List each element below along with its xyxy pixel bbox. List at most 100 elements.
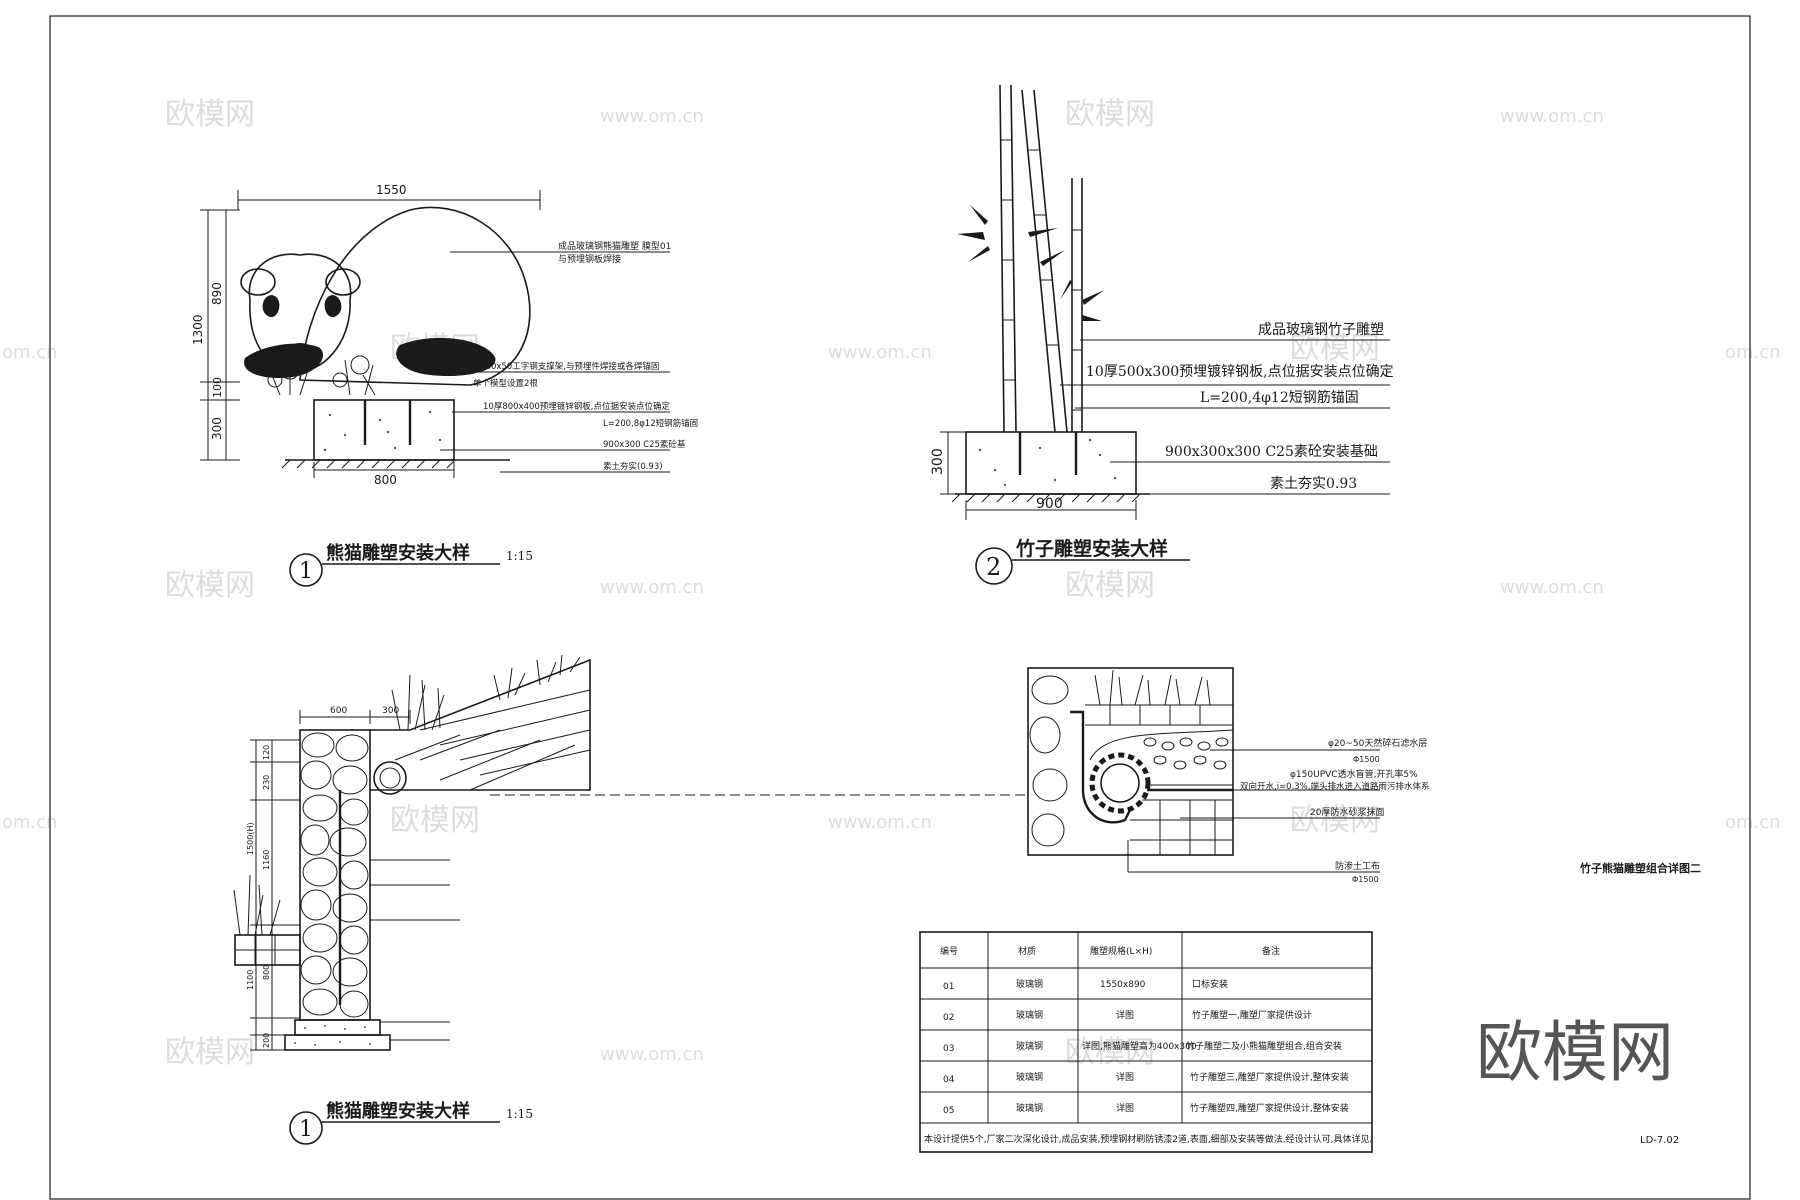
- table-cell: 详图: [1116, 1009, 1134, 1021]
- detail3-scale: 1:15: [506, 1107, 533, 1121]
- table-header-cell: 材质: [1018, 945, 1036, 957]
- table-cell: 玻璃钢: [1016, 1009, 1043, 1021]
- table-cell: 详图: [1116, 1071, 1134, 1083]
- detail1-scale: 1:15: [506, 549, 533, 563]
- watermark-brand: 欧模网: [1065, 97, 1155, 132]
- note-drain-1: Φ1500: [1353, 755, 1380, 764]
- note-bamboo-1: 10厚500x300预埋镀锌钢板,点位据安装点位确定: [1086, 363, 1394, 380]
- watermark-brand: 欧模网: [1290, 331, 1380, 366]
- watermark-layer: 欧模网 www.om.cn 欧模网 www.om.cn om.cn 欧模网 ww…: [2, 97, 1781, 1070]
- dim-bamboo-height: 300: [930, 448, 946, 475]
- dim-wall-h2: 230: [262, 775, 271, 790]
- table-cell: 竹子雕塑三,雕塑厂家提供设计,整体安装: [1190, 1071, 1349, 1083]
- table-header-cell: 雕塑规格(L×H): [1090, 945, 1152, 957]
- table-cell-id: 01: [943, 982, 954, 992]
- dim-panda-height-total: 1300: [191, 314, 205, 345]
- watermark-url: www.om.cn: [828, 342, 932, 363]
- dim-panda-height-base: 300: [210, 417, 224, 440]
- watermark-url: www.om.cn: [1500, 106, 1604, 127]
- note-panda-5: L=200,8φ12短钢筋锚固: [603, 418, 698, 429]
- table-cell: 详图: [1116, 1102, 1134, 1114]
- watermark-url: www.om.cn: [600, 106, 704, 127]
- table-row: 03 玻璃钢 详图,熊猫雕塑高为400x300 竹子雕塑二及小熊猫雕塑组合,组合…: [943, 1040, 1342, 1054]
- table-cell: 1550x890: [1100, 980, 1146, 990]
- table-cell: 详图,熊猫雕塑高为400x300: [1082, 1040, 1197, 1052]
- table-row: 01 玻璃钢 1550x890 口标安装: [943, 978, 1228, 992]
- table-cell: 玻璃钢: [1016, 978, 1043, 990]
- detail4-drain-detail: φ20~50天然碎石滤水层 Φ1500 φ150UPVC透水盲管,开孔率5% 双…: [1027, 667, 1429, 884]
- watermark-brand: 欧模网: [1065, 1035, 1155, 1070]
- note-drain-0: φ20~50天然碎石滤水层: [1328, 737, 1427, 749]
- note-bamboo-4: 素土夯实0.93: [1270, 476, 1357, 492]
- dim-wall-h5: 1100: [246, 970, 255, 990]
- table-row: 02 玻璃钢 详图 竹子雕塑一,雕塑厂家提供设计: [943, 1009, 1312, 1023]
- sheet-title: 竹子熊猫雕塑组合详图二: [1579, 861, 1701, 875]
- note-panda-1: 与预埋钢板焊接: [558, 253, 621, 265]
- big-logo-watermark: 欧模网: [1476, 1014, 1674, 1091]
- watermark-url: om.cn: [1725, 812, 1781, 833]
- dim-bamboo-width: 900: [1036, 496, 1063, 512]
- table-header-cell: 编号: [940, 945, 958, 957]
- note-panda-6: 900x300 C25素砼基: [603, 439, 686, 450]
- watermark-url: om.cn: [2, 342, 58, 363]
- watermark-url: om.cn: [2, 812, 58, 833]
- dim-wall-h1: 120: [262, 745, 271, 760]
- watermark-brand: 欧模网: [390, 803, 480, 838]
- note-bamboo-0: 成品玻璃钢竹子雕塑: [1258, 321, 1384, 338]
- watermark-brand: 欧模网: [165, 1035, 255, 1070]
- detail2-bamboo-elevation: 300 900 成品玻璃钢竹子雕塑 10厚500x300预埋镀锌钢板,点位据安装…: [930, 84, 1394, 585]
- table-cell: 玻璃钢: [1016, 1071, 1043, 1083]
- note-panda-0: 成品玻璃钢熊猫雕塑 膜型01: [558, 240, 671, 252]
- spec-table: 编号 材质 雕塑规格(L×H) 备注 01 玻璃钢 1550x890 口标安装 …: [919, 931, 1378, 1153]
- dim-wall-h6: 800: [262, 965, 271, 980]
- detail2-title: 竹子雕塑安装大样: [1015, 537, 1168, 560]
- sheet-border: [49, 15, 1751, 1200]
- dim-panda-height-upper: 890: [210, 282, 224, 305]
- table-header-cell: 备注: [1262, 945, 1280, 957]
- dim-panda-base-width: 800: [374, 473, 397, 487]
- table-cell-id: 05: [943, 1106, 954, 1116]
- dim-panda-width: 1550: [376, 183, 407, 197]
- table-row: 05 玻璃钢 详图 竹子雕塑四,雕塑厂家提供设计,整体安装: [943, 1102, 1349, 1116]
- note-panda-2: 8#80x50工字钢支撑架,与预埋件焊接或各焊锚固: [473, 361, 659, 372]
- note-panda-3: 单个模型设置2根: [473, 378, 538, 389]
- dim-wall-h7: 200: [262, 1033, 271, 1048]
- table-row: 04 玻璃钢 详图 竹子雕塑三,雕塑厂家提供设计,整体安装: [943, 1071, 1349, 1085]
- watermark-url: www.om.cn: [600, 1044, 704, 1065]
- table-cell: 竹子雕塑四,雕塑厂家提供设计,整体安装: [1190, 1102, 1349, 1114]
- watermark-brand: 欧模网: [1290, 803, 1380, 838]
- detail1-marker: 1: [299, 559, 313, 584]
- watermark-brand: 欧模网: [165, 97, 255, 132]
- sheet-number: LD-7.02: [1640, 1135, 1679, 1146]
- table-cell: 玻璃钢: [1016, 1102, 1043, 1114]
- detail1-panda-elevation: 1550 1300 890 100 300: [191, 183, 698, 587]
- note-drain-4: 20厚防水砂浆抹面: [1310, 806, 1384, 818]
- note-drain-2: φ150UPVC透水盲管,开孔率5%: [1290, 768, 1418, 780]
- detail3-title: 熊猫雕塑安装大样: [326, 1100, 470, 1122]
- table-cell: 竹子雕塑二及小熊猫雕塑组合,组合安装: [1186, 1040, 1342, 1052]
- note-panda-7: 素土夯实(0.93): [603, 461, 663, 472]
- table-cell: 玻璃钢: [1016, 1040, 1043, 1052]
- table-cell-id: 03: [943, 1044, 954, 1054]
- watermark-url: www.om.cn: [1500, 577, 1604, 598]
- detail2-marker: 2: [986, 553, 1001, 581]
- table-cell-id: 02: [943, 1013, 954, 1023]
- table-cell-id: 04: [943, 1075, 955, 1085]
- note-bamboo-3: 900x300x300 C25素砼安装基础: [1165, 443, 1378, 460]
- watermark-url: www.om.cn: [600, 577, 704, 598]
- detail3-marker: 1: [299, 1117, 313, 1142]
- watermark-url: www.om.cn: [828, 812, 932, 833]
- note-panda-4: 10厚800x400预埋镀锌钢板,点位据安装点位确定: [483, 401, 670, 412]
- table-cell: 口标安装: [1192, 978, 1228, 990]
- note-drain-5: 防渗土工布: [1335, 860, 1380, 872]
- note-drain-3: 双向开水,i=0.3%,端头排水进入道路雨污排水体系: [1240, 781, 1429, 792]
- dim-wall-h4: 1160: [262, 850, 271, 870]
- dim-panda-height-mid: 100: [211, 377, 224, 398]
- dim-wall-top-w2: 300: [382, 706, 399, 716]
- detail3-wall-section: 600 300 120 230 1500(H) 1160 1100 800 20…: [233, 654, 1025, 1145]
- watermark-brand: 欧模网: [1065, 568, 1155, 603]
- note-bamboo-2: L=200,4φ12短钢筋锚固: [1200, 389, 1359, 406]
- dim-wall-top-w1: 600: [330, 706, 347, 716]
- watermark-brand: 欧模网: [165, 568, 255, 603]
- table-header-row: 编号 材质 雕塑规格(L×H) 备注: [940, 945, 1280, 957]
